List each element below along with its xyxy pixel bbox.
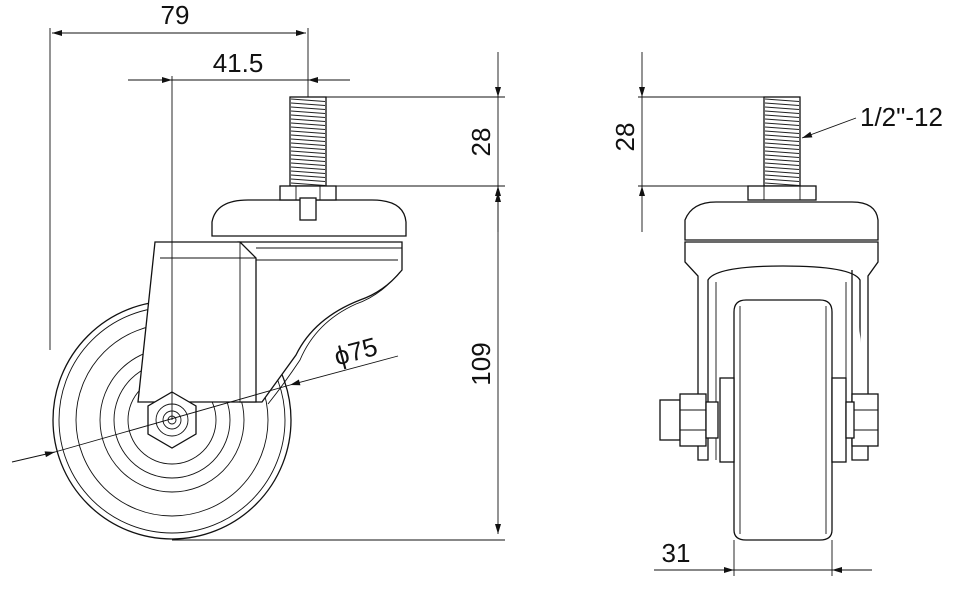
dim-stem-offset: 41.5: [128, 48, 350, 83]
dim-stem-length-side-label: 28: [466, 128, 496, 157]
front-top-plate: [684, 201, 879, 241]
thread-line: [764, 98, 800, 102]
thread-line: [290, 142, 326, 146]
thread-line: [764, 114, 800, 118]
side-fork: [137, 241, 403, 405]
thread-line: [764, 122, 800, 126]
thread-line: [290, 122, 326, 126]
dim-overall-width-label: 79: [161, 0, 190, 30]
front-wheel: [719, 299, 847, 541]
dim-stem-length-front: 28: [610, 52, 645, 232]
thread-spec-label: 1/2"-12: [860, 102, 943, 132]
thread-line: [290, 154, 326, 158]
thread-line: [290, 146, 326, 150]
thread-line: [764, 158, 800, 162]
thread-line: [764, 102, 800, 106]
thread-line: [290, 170, 326, 174]
thread-line: [290, 134, 326, 138]
dim-wheel-width-label: 31: [662, 538, 691, 568]
thread-line: [290, 126, 326, 130]
dim-stem-length-side: 28: [466, 52, 501, 232]
thread-line: [764, 118, 800, 122]
thread-line: [290, 138, 326, 142]
thread-line: [764, 174, 800, 178]
front-axle: [659, 393, 879, 447]
thread-line: [764, 134, 800, 138]
dim-wheel-width: 31: [654, 538, 872, 573]
side-view: 79 41.5 28 109 ϕ75: [11, 0, 505, 541]
thread-line: [290, 166, 326, 170]
thread-callout: 1/2"-12: [801, 102, 943, 139]
thread-line: [764, 138, 800, 142]
thread-line: [290, 102, 326, 106]
dim-height-label: 109: [466, 342, 496, 385]
thread-line: [764, 106, 800, 110]
thread-line: [290, 178, 326, 182]
thread-line: [290, 114, 326, 118]
thread-line: [290, 150, 326, 154]
dim-height: 109: [466, 192, 501, 534]
thread-line: [764, 166, 800, 170]
thread-line: [290, 158, 326, 162]
thread-line: [290, 130, 326, 134]
thread-line: [764, 178, 800, 182]
thread-line: [764, 150, 800, 154]
front-threaded-stem: [747, 96, 817, 201]
thread-line: [290, 98, 326, 102]
thread-line: [290, 110, 326, 114]
thread-line: [764, 182, 800, 186]
thread-line: [764, 170, 800, 174]
thread-line: [290, 162, 326, 166]
thread-line: [764, 154, 800, 158]
dim-stem-offset-label: 41.5: [213, 48, 264, 78]
thread-line: [290, 182, 326, 186]
thread-line: [764, 130, 800, 134]
thread-line: [764, 146, 800, 150]
dim-wheel-diameter-label: ϕ75: [331, 331, 381, 371]
thread-line: [290, 174, 326, 178]
thread-line: [290, 106, 326, 110]
dim-stem-length-front-label: 28: [610, 123, 640, 152]
side-threaded-stem: [279, 96, 337, 221]
front-view: 28 1/2"-12 31: [610, 52, 943, 576]
thread-line: [764, 162, 800, 166]
dim-overall-width: 79: [52, 0, 306, 36]
thread-line: [764, 126, 800, 130]
thread-line: [290, 118, 326, 122]
thread-line: [764, 110, 800, 114]
side-extension-lines: [49, 28, 505, 541]
thread-line: [764, 142, 800, 146]
